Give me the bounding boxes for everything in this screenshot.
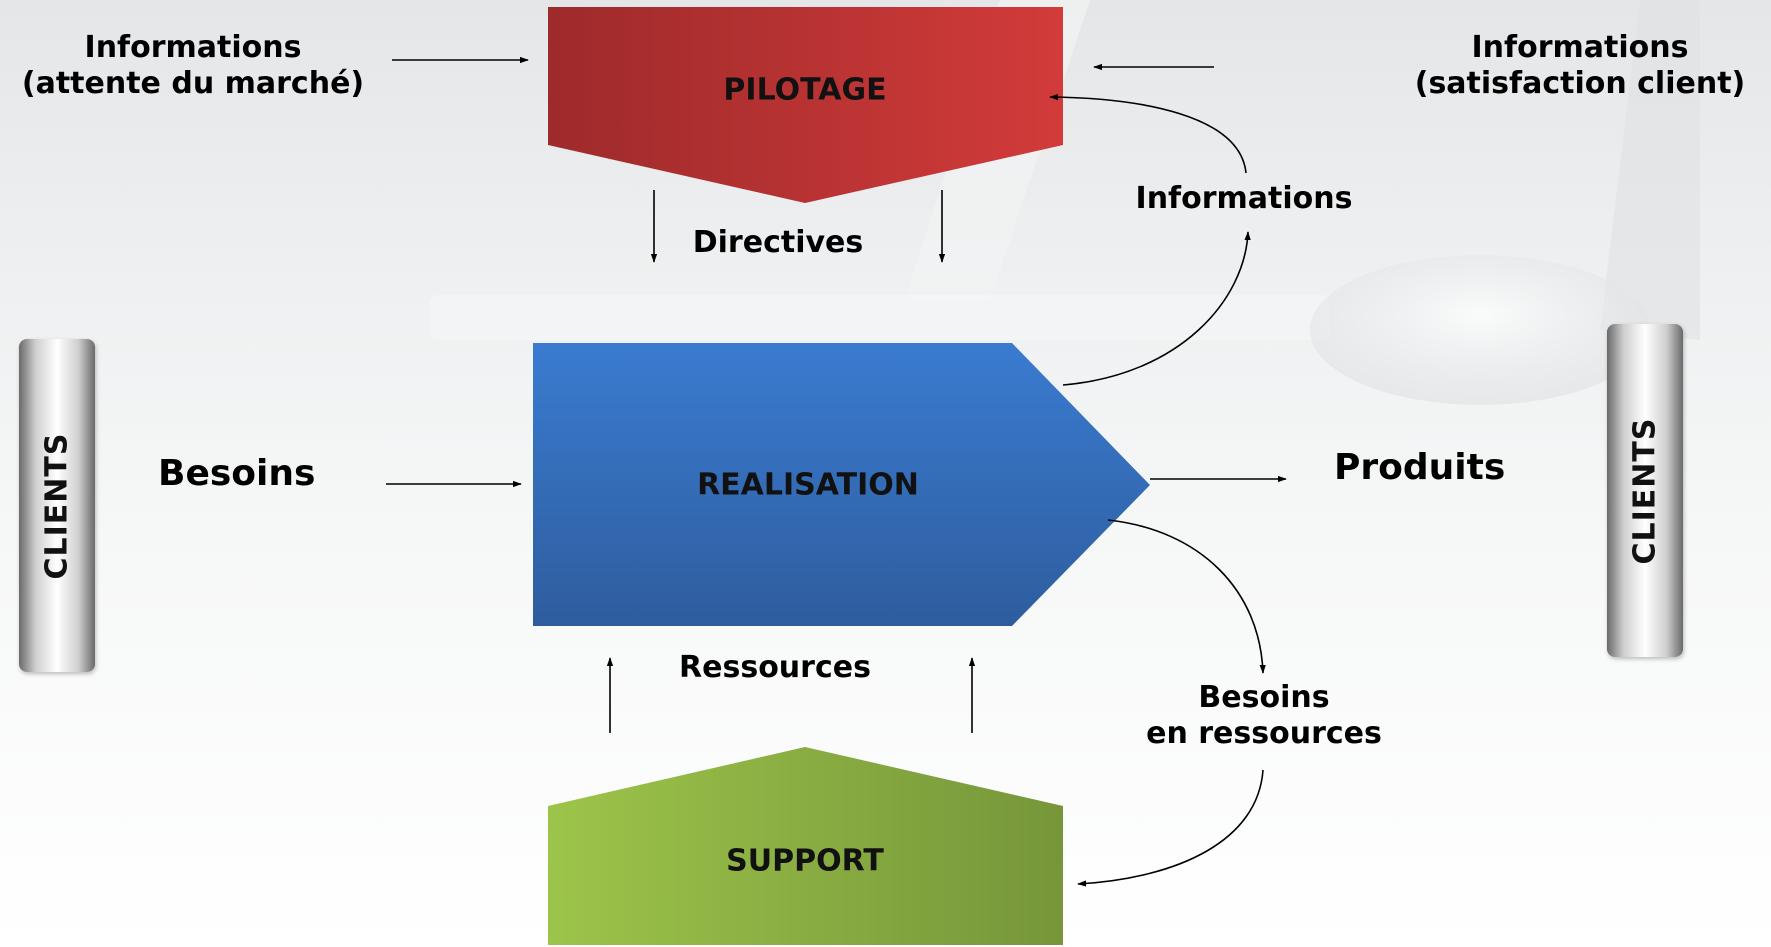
arrow-besoins-ressources-to-support [1077, 769, 1264, 887]
support-label: SUPPORT [726, 843, 884, 879]
info-market-label: Informations (attente du marché) [22, 30, 364, 102]
besoins-ressources-label: Besoins en ressources [1146, 680, 1382, 752]
directives-label: Directives [692, 225, 864, 260]
info-market-line2: (attente du marché) [21, 66, 365, 101]
arrow-realisation-to-informations [1062, 231, 1251, 386]
besoins-label: Besoins [158, 453, 316, 494]
clients-right-bar: CLIENTS [1607, 324, 1683, 657]
info-satisfaction-line1: Informations [1471, 30, 1689, 65]
besoins-ressources-line2: en ressources [1146, 716, 1382, 751]
ressources-label: Ressources [679, 650, 871, 685]
realisation-label: REALISATION [697, 467, 919, 503]
clients-left-bar: CLIENTS [19, 339, 95, 672]
pilotage-shape [548, 7, 1063, 203]
clients-left-label: CLIENTS [39, 432, 75, 579]
pilotage-label: PILOTAGE [723, 72, 887, 108]
info-satisfaction-label: Informations (satisfaction client) [1415, 30, 1746, 102]
realisation-shape [533, 343, 1150, 626]
info-satisfaction-line2: (satisfaction client) [1414, 66, 1746, 101]
arrow-informations-to-pilotage [1049, 93, 1247, 174]
besoins-ressources-line1: Besoins [1198, 680, 1330, 715]
informations-label: Informations [1135, 181, 1353, 216]
support-shape [548, 747, 1063, 945]
clients-right-label: CLIENTS [1627, 417, 1663, 564]
info-market-line1: Informations [84, 30, 302, 65]
arrow-realisation-to-besoins-ressources [1107, 519, 1266, 674]
produits-label: Produits [1334, 447, 1506, 488]
